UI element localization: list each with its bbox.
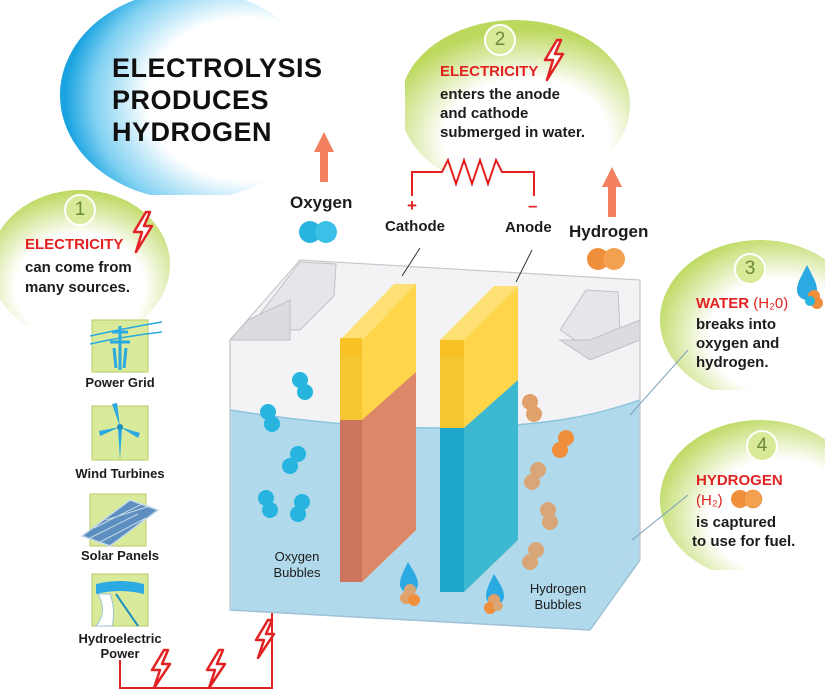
- solar-panel-icon: [80, 493, 160, 547]
- arrow-up-icon: [314, 132, 334, 182]
- water-drop-icon: [797, 265, 823, 309]
- step-1-line-2: many sources.: [25, 279, 131, 296]
- water-drop-icon: [484, 574, 504, 614]
- step-1-number: 1: [74, 199, 86, 220]
- source-label-solar-panels: Solar Panels: [80, 548, 160, 563]
- step-2-line-1: enters the anode: [440, 86, 561, 103]
- plus-sign: +: [407, 196, 417, 215]
- lightning-bolt-icon: [150, 648, 172, 690]
- step-3-heading: WATER: [696, 295, 750, 312]
- hydrogen-bubbles-label-2: Bubbles: [534, 597, 582, 612]
- step-4-number: 4: [756, 435, 768, 456]
- lightning-bolt-icon: [543, 38, 565, 82]
- step-2-blob: [405, 20, 630, 170]
- water-drop-icon: [400, 562, 420, 606]
- step-2-number-circle: [484, 24, 516, 56]
- hydroelectric-icon: [91, 573, 149, 627]
- source-label-hydroelectric: Hydroelectric: [78, 631, 162, 646]
- step-2-heading: ELECTRICITY: [440, 63, 539, 80]
- hydrogen-bubbles: [522, 394, 574, 570]
- step-4-number-circle: [746, 430, 778, 462]
- arrow-up-icon: [602, 167, 622, 217]
- title-line-1: ELECTROLYSIS: [112, 53, 323, 83]
- title-line-2: PRODUCES: [112, 85, 270, 115]
- source-label-wind-turbines: Wind Turbines: [75, 466, 165, 481]
- title-blob: [60, 0, 320, 195]
- step-2-line-3: submerged in water.: [440, 124, 586, 141]
- oxygen-molecule-icon: [299, 221, 337, 243]
- step-3-blob: [660, 240, 825, 390]
- step-3-heading-formula: (H₂0): [753, 295, 789, 312]
- step-1-heading: ELECTRICITY: [25, 236, 124, 253]
- source-label-power-grid: Power Grid: [85, 375, 155, 390]
- step-2-number: 2: [494, 29, 506, 50]
- lightning-bolt-icon: [205, 648, 227, 690]
- wind-turbine-icon: [91, 403, 149, 461]
- step-3-line-2: oxygen and: [696, 335, 780, 352]
- oxygen-bubbles: [258, 372, 313, 522]
- title-line-3: HYDROGEN: [112, 117, 273, 147]
- oxygen-bubbles-label-2: Bubbles: [273, 565, 321, 580]
- step-4-heading: HYDROGEN: [696, 472, 783, 489]
- lightning-bolt-icon: [254, 618, 276, 660]
- step-3-line-1: breaks into: [696, 316, 777, 333]
- step-3-line-3: hydrogen.: [696, 354, 769, 371]
- lightning-bolt-icon: [132, 210, 154, 254]
- step-4-line-1: is captured: [696, 514, 777, 531]
- water: [230, 400, 640, 630]
- step-4-heading-formula: (H₂): [696, 492, 723, 509]
- cathode-label: Cathode: [385, 218, 445, 235]
- step-3-heading-row: WATER (H₂0): [696, 295, 788, 312]
- oxygen-bubbles-label: Oxygen: [274, 549, 320, 564]
- minus-sign: –: [528, 196, 538, 215]
- step-4-line-2: to use for fuel.: [692, 533, 796, 550]
- power-wire: [119, 608, 273, 689]
- step-2-line-2: and cathode: [440, 105, 529, 122]
- source-label-hydroelectric-line-2: Power: [100, 646, 140, 661]
- power-grid-icon: [90, 319, 162, 373]
- circuit-wire: [411, 156, 535, 196]
- oxygen-label: Oxygen: [290, 193, 353, 212]
- step-1-line-1: can come from: [25, 259, 132, 276]
- step-3-number-circle: [734, 253, 766, 285]
- anode-label: Anode: [505, 219, 552, 236]
- step-3-number: 3: [744, 258, 756, 279]
- hydrogen-bubbles-label: Hydrogen: [529, 581, 587, 596]
- step-1-number-circle: [64, 194, 96, 226]
- hydrogen-molecule-icon: [731, 489, 763, 509]
- hydrogen-molecule-icon: [587, 248, 625, 270]
- step-1-blob: [0, 190, 170, 325]
- hydrogen-label: Hydrogen: [569, 222, 649, 241]
